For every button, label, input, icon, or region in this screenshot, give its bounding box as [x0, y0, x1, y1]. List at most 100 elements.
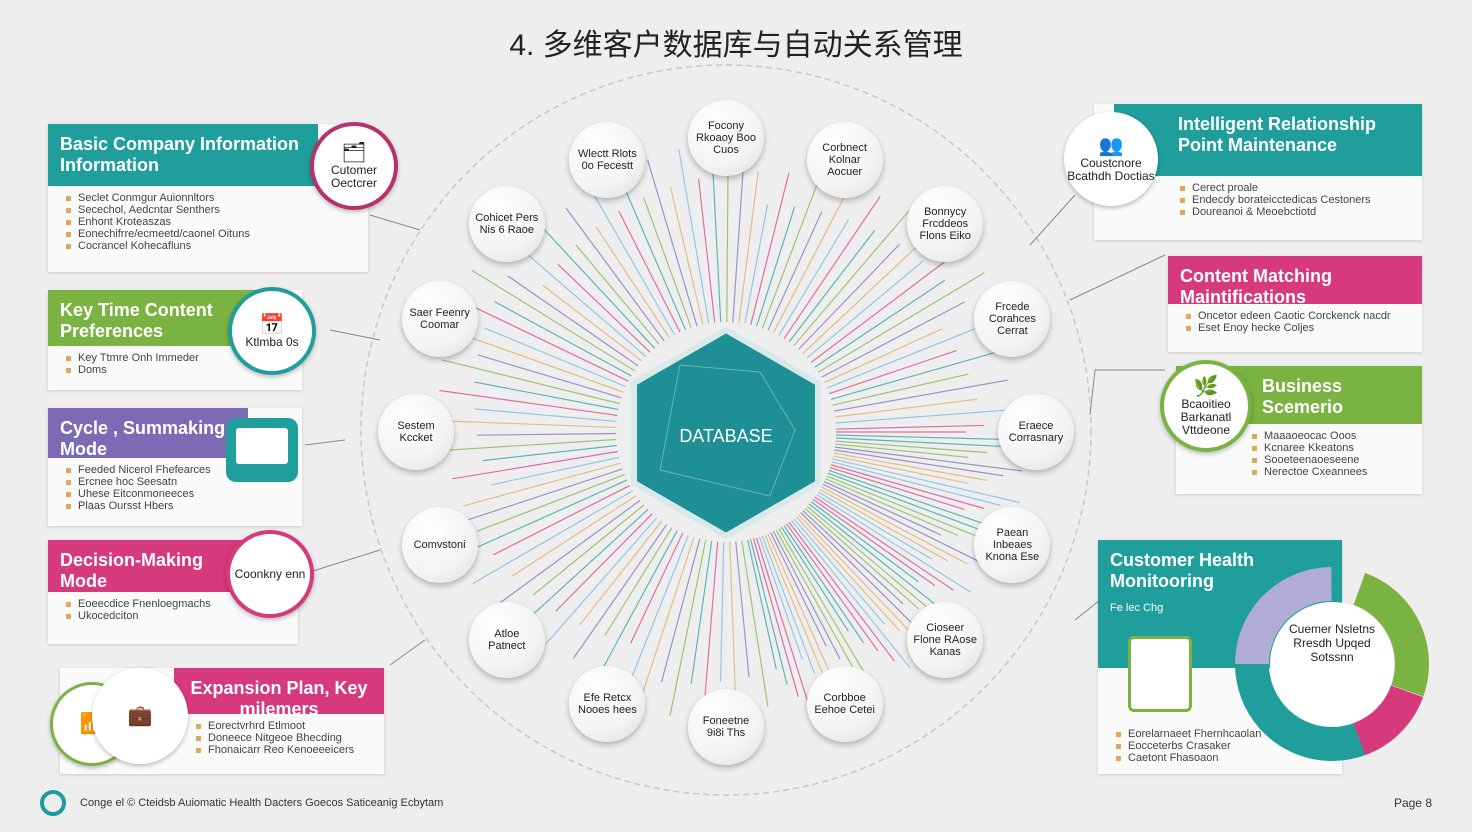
- ray: [494, 499, 641, 607]
- ray: [826, 475, 978, 537]
- ray: [719, 541, 725, 682]
- health-donut: [1235, 567, 1429, 761]
- list-item: Enhont Kroteaszas: [66, 216, 368, 228]
- node-10: Atloe Patnect: [468, 602, 545, 679]
- ray: [565, 207, 665, 342]
- list-item: Sooeteenaoeseene: [1252, 454, 1422, 466]
- ray: [477, 432, 617, 436]
- plant-icon: 🌿: [1193, 375, 1219, 398]
- ray: [741, 540, 769, 707]
- ray: [523, 251, 647, 358]
- ray: [829, 466, 965, 510]
- ray: [828, 349, 957, 395]
- ray: [519, 509, 649, 628]
- card-cycle-title: Cycle , Summaking Mode: [48, 408, 248, 459]
- footer-text: Conge el © Cteidsb Auiomatic Health Dact…: [80, 797, 444, 809]
- ray: [669, 539, 707, 716]
- ray: [472, 490, 634, 584]
- expansion-badge-2: 💼: [92, 668, 188, 764]
- ray: [834, 446, 1023, 472]
- ray: [744, 204, 769, 324]
- node-3: Frcede Corahces Cerrat: [974, 281, 1051, 358]
- ray: [439, 389, 618, 417]
- ray: [778, 219, 850, 336]
- list-item: Cerect proale: [1180, 182, 1422, 194]
- ray: [822, 483, 985, 565]
- list-item: Eset Enoy hecke Coljes: [1186, 322, 1422, 334]
- ray: [735, 541, 750, 678]
- ray: [783, 525, 865, 644]
- ray: [590, 189, 676, 336]
- ray: [835, 424, 984, 430]
- card-decision-title: Decision-Making Mode: [48, 540, 258, 592]
- ray: [441, 359, 620, 405]
- ray: [738, 171, 759, 323]
- ray: [810, 501, 919, 583]
- outer-ring: [360, 64, 1092, 796]
- ray: [750, 172, 790, 325]
- ray: [690, 540, 713, 684]
- ray: [669, 186, 704, 325]
- briefcase-icon: 💼: [127, 705, 153, 727]
- list-item: Key Ttmre Onh Immeder: [66, 352, 302, 364]
- node-6: Cioseer Flone RAose Kanas: [907, 602, 984, 679]
- ray: [814, 496, 954, 591]
- ray: [835, 443, 969, 458]
- page-title: 4. 多维客户数据库与自动关系管理: [509, 29, 963, 62]
- ray: [786, 523, 879, 652]
- card-expansion-title: Expansion Plan, Key milemers: [174, 668, 384, 719]
- list-item: Doms: [66, 364, 302, 376]
- ray: [572, 524, 668, 659]
- page-number: Page 8: [1393, 796, 1432, 810]
- list-item: Endecdy borateicctedicas Cestoners: [1180, 194, 1422, 206]
- ray: [835, 408, 1017, 424]
- list-item: Maaaoeocac Ooos: [1252, 430, 1422, 442]
- card-basic-info-list: Seclet Conmgur Auionnltors Secechol, Aed…: [48, 186, 368, 252]
- ray: [617, 172, 687, 330]
- card-key-time-title: Key Time Content Preferences: [48, 290, 258, 346]
- node-9: Efe Retcx Nooes hees: [569, 666, 646, 743]
- ray: [474, 408, 617, 423]
- ray: [532, 504, 645, 596]
- ray: [810, 248, 962, 363]
- list-item: Ercnee hoc Seesatn: [66, 476, 302, 488]
- ray: [793, 210, 910, 346]
- health-document-icon: [1128, 636, 1192, 712]
- ray: [756, 206, 796, 327]
- node-8: Foneetne 9i8i Ths: [688, 688, 764, 765]
- ray: [835, 440, 988, 454]
- cycle-document-icon: [226, 418, 298, 482]
- ray: [630, 532, 684, 644]
- company-logo: [40, 790, 66, 816]
- ray: [761, 535, 816, 674]
- radial-rays: [436, 138, 1023, 717]
- ray: [477, 354, 622, 399]
- ray: [542, 284, 643, 362]
- ray: [830, 464, 984, 509]
- ray: [821, 301, 965, 378]
- ray: [471, 269, 635, 372]
- calendar-icon: 📅: [259, 313, 285, 336]
- node-14: Cohicet Pers Nis 6 Raoe: [468, 185, 545, 262]
- list-item: Doureanoi & Meoebctiotd: [1180, 206, 1422, 218]
- ray: [729, 541, 737, 714]
- ray: [440, 420, 617, 429]
- ray: [823, 480, 942, 536]
- ray: [557, 263, 651, 353]
- folder-icon: 🗂: [341, 142, 367, 164]
- card-health-heading: Customer Health Monitooring: [1110, 550, 1255, 591]
- card-intelligent: Intelligent Relationship Point Maintenan…: [1094, 104, 1422, 240]
- card-matching-title: Content Matching Maintifications: [1168, 256, 1422, 307]
- ray: [798, 243, 900, 350]
- ray: [453, 479, 628, 559]
- ray: [806, 505, 938, 616]
- ray: [772, 531, 841, 660]
- ray: [753, 538, 799, 698]
- ray: [697, 178, 716, 323]
- ray: [780, 526, 849, 632]
- ray: [678, 149, 710, 324]
- ray: [830, 351, 997, 400]
- ray: [834, 449, 1004, 477]
- list-item: Kcnaree Kkeatons: [1252, 442, 1422, 454]
- ray: [825, 478, 958, 536]
